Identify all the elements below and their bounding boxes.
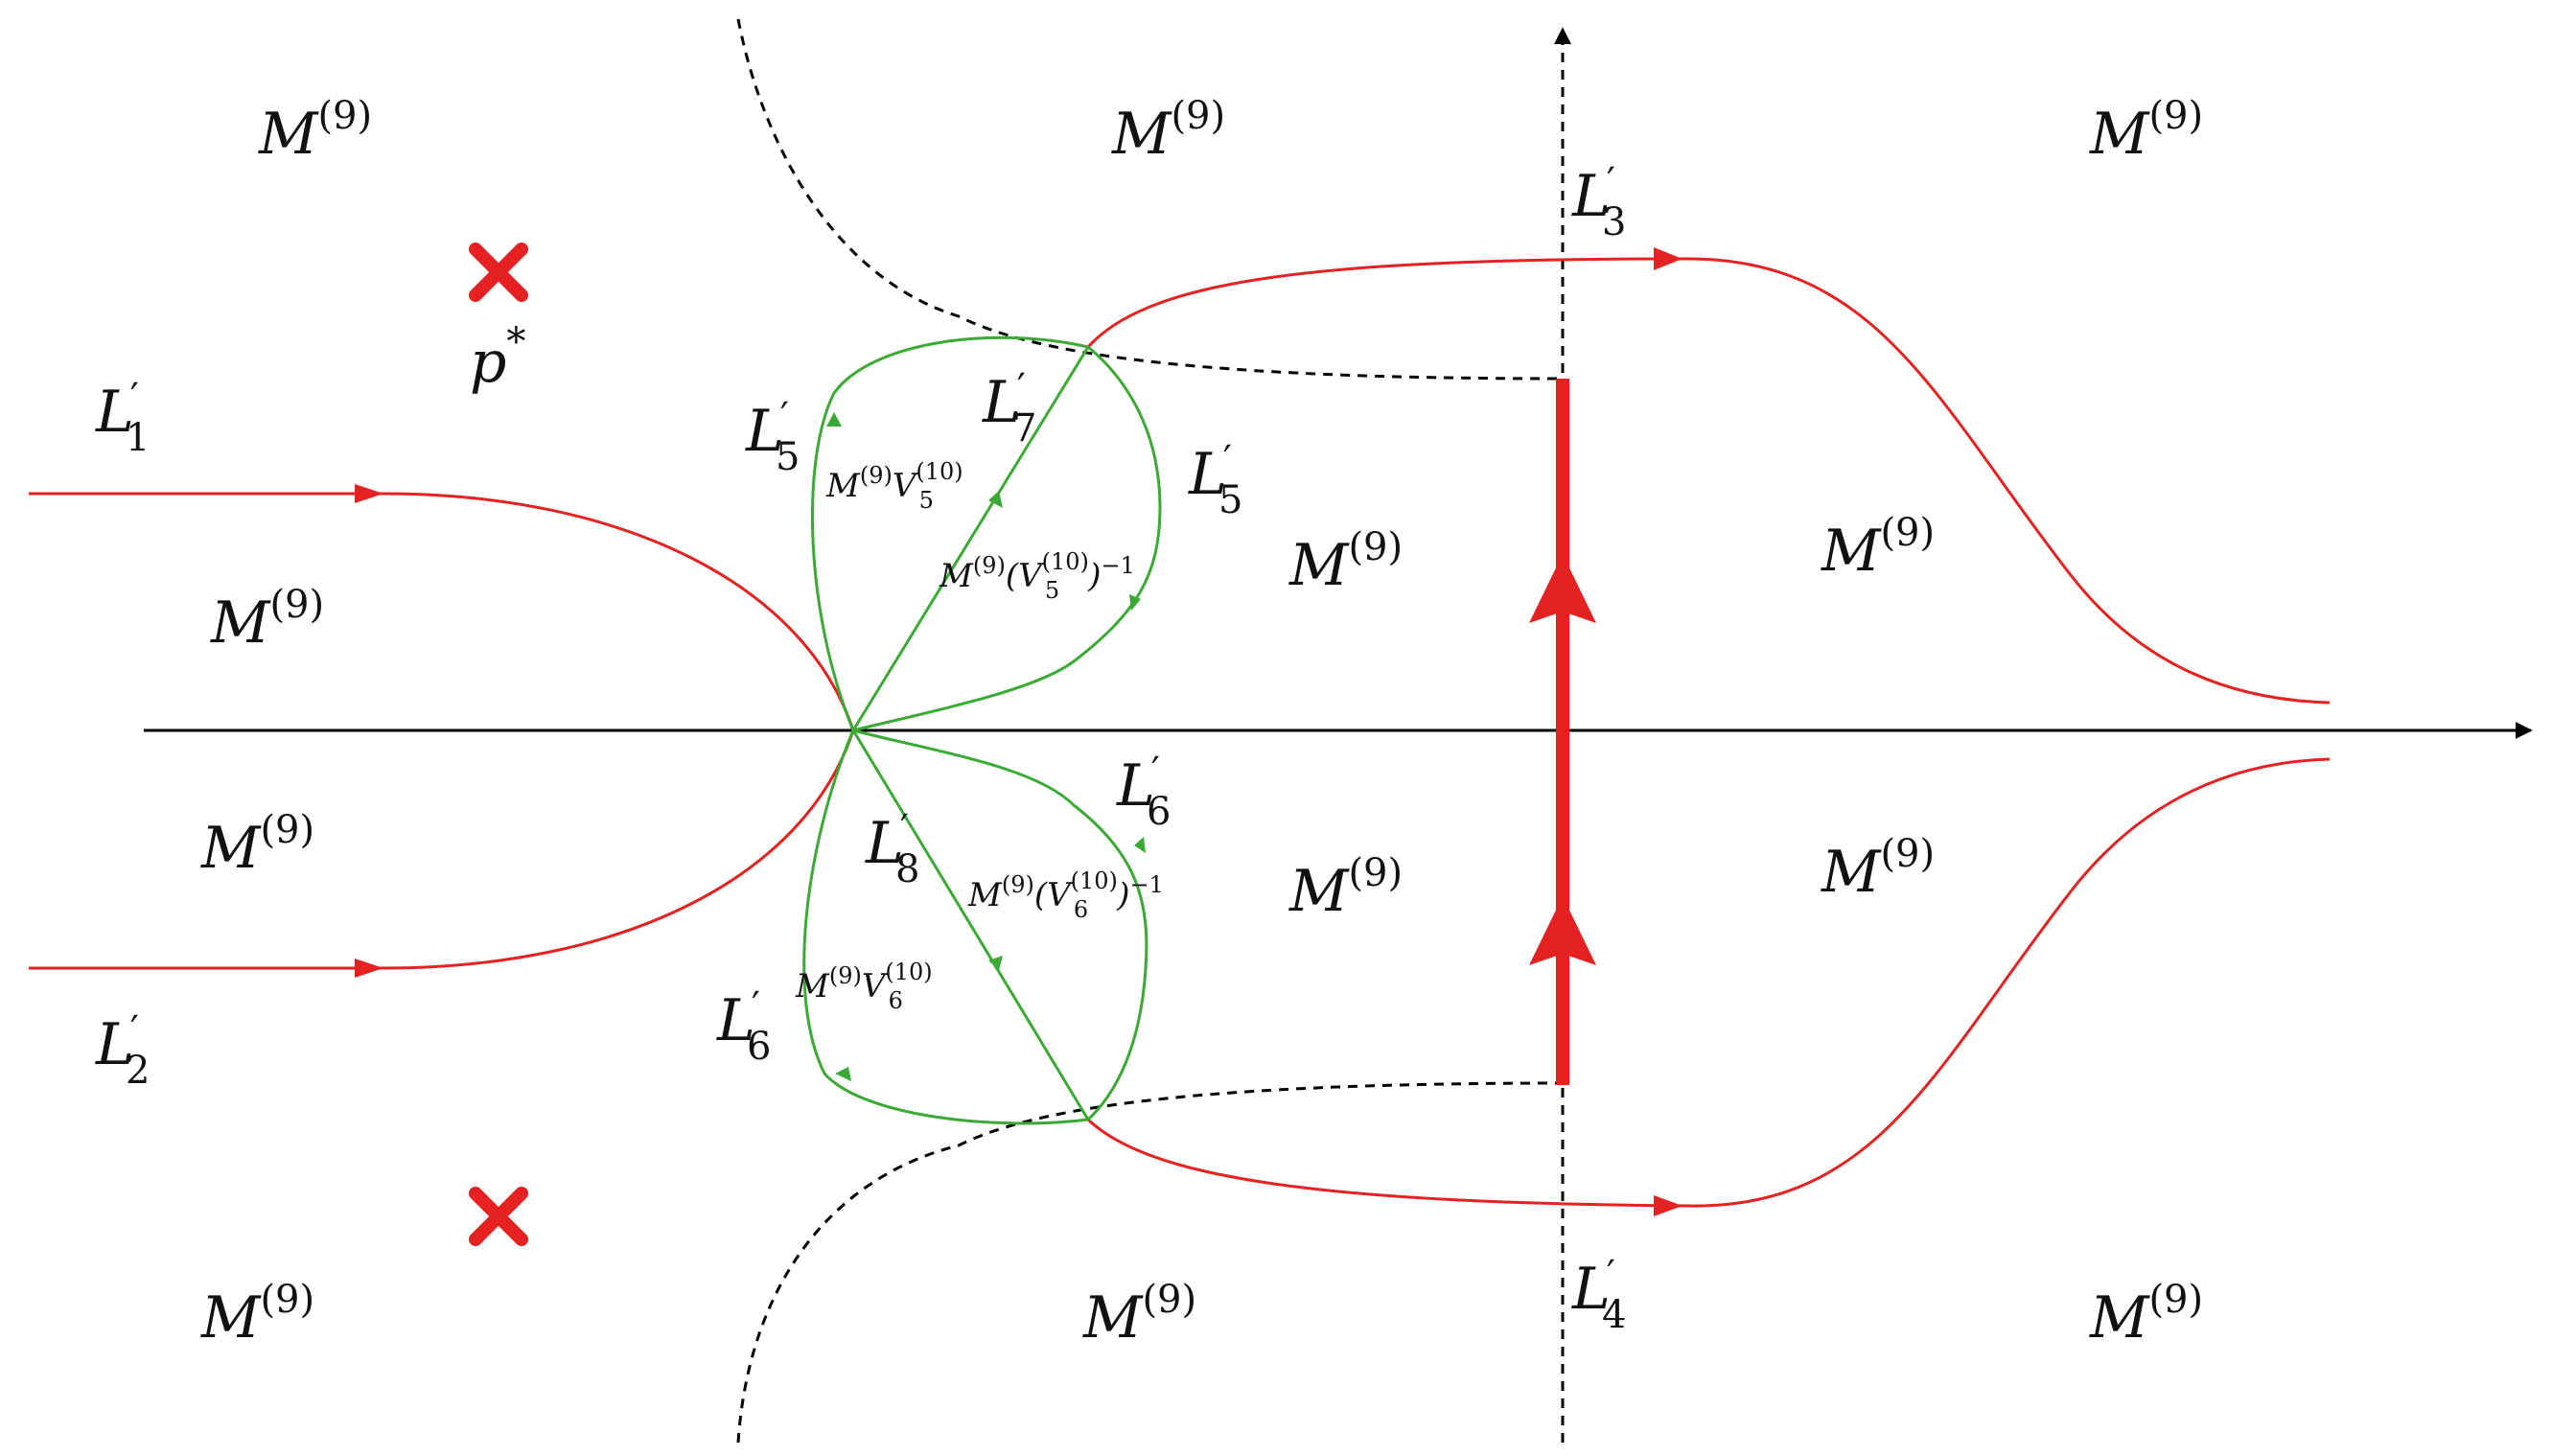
contour-lower-right <box>1086 757 2331 1208</box>
vertical-arrow-lower <box>1529 896 1596 965</box>
arrow-L2 <box>355 959 383 978</box>
jump-label-2: M(9)(V(10)5)−1 <box>939 548 1135 604</box>
vertical-arrow-upper <box>1529 554 1596 623</box>
region-label-9: M(9) <box>1821 832 1935 906</box>
contour-label-L5b: L′5 <box>1188 438 1242 522</box>
region-label-3: M(9) <box>2089 94 2203 168</box>
arrow-L4 <box>1654 1195 1682 1216</box>
contour-label-L3: L′3 <box>1571 160 1626 244</box>
jump-label-3: M(9)(V(10)6)−1 <box>967 867 1164 923</box>
contour-label-L7: L′7 <box>982 366 1036 451</box>
red-arrowheads <box>355 247 1682 1216</box>
region-label-8: M(9) <box>1288 851 1403 925</box>
arrow-L8 <box>988 956 1003 970</box>
green-contours <box>802 335 1162 1125</box>
region-label-5: M(9) <box>1288 525 1403 599</box>
region-label-6: M(9) <box>1821 511 1935 585</box>
green-L6-right <box>852 728 1148 1121</box>
contour-label-L8: L′8 <box>865 807 919 891</box>
green-L5-loop <box>811 335 1089 731</box>
green-straight-upper <box>851 346 1090 731</box>
contour-label-L2: L′2 <box>95 1008 150 1093</box>
upper-dashed-curve <box>736 18 1564 381</box>
arrow-L6-loop <box>835 1067 851 1081</box>
region-label-4: M(9) <box>210 583 324 657</box>
region-label-7: M(9) <box>200 808 314 882</box>
contour-label-L4: L′4 <box>1571 1253 1626 1337</box>
contour-label-L1: L′1 <box>95 376 150 460</box>
contour-L1 <box>29 492 855 731</box>
contour-label-L6a: L′6 <box>716 984 771 1069</box>
arrow-L3 <box>1654 247 1682 270</box>
region-label-12: M(9) <box>2089 1278 2203 1352</box>
cross-icon <box>469 1187 528 1246</box>
point-label-p-star: p* <box>470 320 525 396</box>
arrow-L5-loop <box>826 412 842 427</box>
region-label-1: M(9) <box>258 94 372 168</box>
jump-label-4: M(9)V(10)6 <box>795 959 933 1014</box>
arrow-L1 <box>355 484 383 503</box>
region-label-10: M(9) <box>200 1278 314 1352</box>
green-straight-lower <box>851 729 1090 1121</box>
green-arrowheads <box>826 412 1146 1081</box>
cross-icon <box>469 243 528 302</box>
red-contours <box>29 257 2331 1208</box>
region-label-11: M(9) <box>1082 1278 1196 1352</box>
arrow-L5-right <box>1129 594 1141 611</box>
green-L6-loop <box>802 729 1089 1125</box>
lower-dashed-curve <box>736 1081 1564 1444</box>
arrow-L7 <box>988 491 1003 508</box>
region-label-2: M(9) <box>1111 94 1225 168</box>
green-L5-right <box>852 345 1162 732</box>
contour-label-L5a: L′5 <box>745 395 800 479</box>
contour-L2 <box>29 729 855 970</box>
contour-upper-right <box>1086 257 2331 705</box>
contour-label-L6b: L′6 <box>1116 750 1171 834</box>
jump-label-1: M(9)V(10)5 <box>825 458 963 514</box>
arrow-L6-right <box>1134 837 1146 853</box>
